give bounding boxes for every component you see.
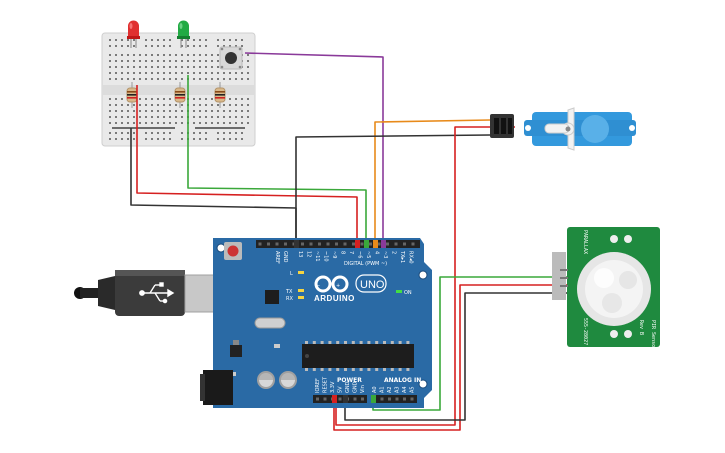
analog-header	[371, 395, 417, 403]
digital-pin-label: ~3	[382, 251, 388, 258]
wire-led-green[interactable]	[187, 75, 367, 242]
digital-pin-label: ~5	[365, 251, 371, 258]
analog-header-label: ANALOG IN	[384, 377, 421, 384]
atmega-chip	[302, 344, 414, 368]
on-label: ON	[404, 290, 412, 296]
digital-pin-label: 8	[340, 251, 346, 254]
led-red[interactable]	[127, 20, 140, 48]
svg-text:+: +	[336, 283, 340, 289]
servo-gear	[581, 115, 609, 143]
usb-icon	[139, 282, 175, 304]
power-pin-label: IOREF	[315, 378, 321, 393]
wire-servo-power[interactable]	[335, 126, 515, 426]
usb-cable[interactable]	[74, 270, 216, 316]
arduino-logo-icon	[314, 275, 349, 293]
crystal	[254, 317, 286, 329]
analog-pin-label: A4	[402, 386, 408, 393]
led-rx-label: RX	[286, 296, 293, 302]
pir-label-bottom: 555-28027	[582, 318, 588, 345]
analog-pin-label: A3	[395, 386, 401, 393]
wire-servo-signal[interactable]	[374, 119, 491, 242]
power-pin-label: GND	[345, 381, 351, 393]
analog-pin-label: A5	[410, 386, 416, 393]
power-pin-label: 5V	[338, 386, 344, 393]
wire-endpoints	[294, 240, 386, 403]
push-button[interactable]	[219, 46, 243, 70]
digital-pin-label: 7	[348, 251, 354, 254]
analog-pin-label: A0	[372, 386, 378, 393]
digital-pin-label: 4	[374, 251, 380, 254]
power-pin-label: GND	[353, 381, 359, 393]
gnd-label: GND	[282, 251, 288, 263]
digital-pin-label: 12	[306, 251, 312, 257]
pir-label-top: PARALLAX	[582, 230, 588, 254]
wire-servo-gnd[interactable]	[295, 134, 491, 242]
dc-power-jack[interactable]	[203, 370, 233, 405]
digital-pin-label: 13	[297, 251, 303, 257]
digital-pin-label: TX▸1	[399, 250, 405, 263]
resistor-2[interactable]	[174, 82, 186, 108]
wire-pir-gnd[interactable]	[344, 292, 567, 421]
svg-text:−: −	[316, 283, 320, 289]
arduino-logo-text: ARDUINO	[314, 294, 355, 303]
wire-pir-power[interactable]	[333, 284, 567, 431]
led-l-label: L	[290, 271, 293, 277]
usb-chip	[265, 290, 279, 304]
pir-sensor[interactable]: PARALLAX 555-28027 Rev B PIR Sensor	[552, 227, 660, 350]
led-green[interactable]	[177, 20, 190, 48]
usb-port	[184, 274, 216, 313]
power-pin-label: RESET	[323, 376, 329, 393]
analog-pin-label: A1	[380, 386, 386, 393]
power-pin-label: 3.3V	[330, 381, 336, 393]
digital-pin-label: ~6	[357, 251, 363, 258]
power-pin-label: Vin	[360, 385, 366, 393]
led-tx-label: TX	[285, 289, 293, 295]
digital-pin-label: ~11	[314, 251, 320, 262]
digital-pin-label: ~9	[331, 251, 337, 258]
voltage-regulator	[230, 345, 242, 357]
resistor-3[interactable]	[214, 82, 226, 108]
digital-pin-label: RX◂0	[408, 251, 414, 264]
uno-model-label: UNO	[360, 279, 385, 291]
pir-label-side: PIR Sensor	[650, 320, 656, 350]
pir-label-rev: Rev B	[638, 320, 644, 335]
wire-button[interactable]	[244, 52, 384, 242]
servo-motor[interactable]	[490, 107, 636, 151]
digital-pin-label: 2	[391, 251, 397, 254]
power-header-label: POWER	[337, 377, 362, 384]
wires	[130, 52, 567, 431]
servo-horn[interactable]	[544, 123, 570, 134]
aref-label: AREF	[274, 251, 280, 264]
analog-pin-label: A2	[387, 386, 393, 393]
digital-header-label: DIGITAL (PWM ~)	[344, 261, 387, 267]
wire-led-red[interactable]	[136, 85, 358, 242]
digital-pin-label: ~10	[323, 251, 329, 262]
capacitor-1	[257, 371, 275, 389]
digital-pin-holes	[258, 242, 415, 246]
capacitor-2	[279, 371, 297, 389]
